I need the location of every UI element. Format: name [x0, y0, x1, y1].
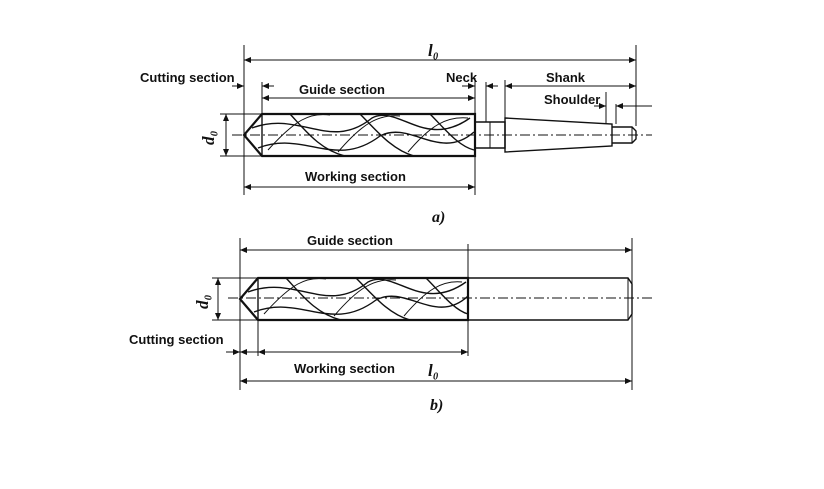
figure-b-guide-section-label: Guide section	[307, 233, 393, 248]
figure-b-straight-shank-drill: Guide section d₀ Cutting section Working…	[129, 233, 652, 414]
figure-a-diameter-label: d₀	[199, 131, 218, 146]
figure-b-working-section-label: Working section	[294, 361, 395, 376]
figure-b-caption: b)	[430, 397, 443, 414]
figure-a-caption: a)	[432, 209, 445, 226]
figure-a-shank-label: Shank	[546, 70, 586, 85]
figure-a-total-length-label: l₀	[428, 41, 439, 60]
figure-a-taper-shank-drill: l₀ Cutting section Guide section Neck Sh…	[140, 41, 652, 226]
figure-b-straight-shank	[468, 277, 633, 321]
figure-a-shoulder-label: Shoulder	[544, 92, 600, 107]
figure-a-working-section-label: Working section	[305, 169, 406, 184]
figure-b-total-length-label: l₀	[428, 361, 439, 380]
figure-b-diameter-label: d₀	[193, 295, 212, 310]
figure-a-neck-label: Neck	[446, 70, 478, 85]
figure-a-guide-section-label: Guide section	[299, 82, 385, 97]
figure-b-cutting-section-label: Cutting section	[129, 332, 224, 347]
figure-b-drill-body	[238, 276, 470, 322]
figure-a-taper-shank	[504, 117, 637, 153]
figure-a-cutting-section-label: Cutting section	[140, 70, 235, 85]
figure-a-drill-body	[242, 112, 477, 158]
